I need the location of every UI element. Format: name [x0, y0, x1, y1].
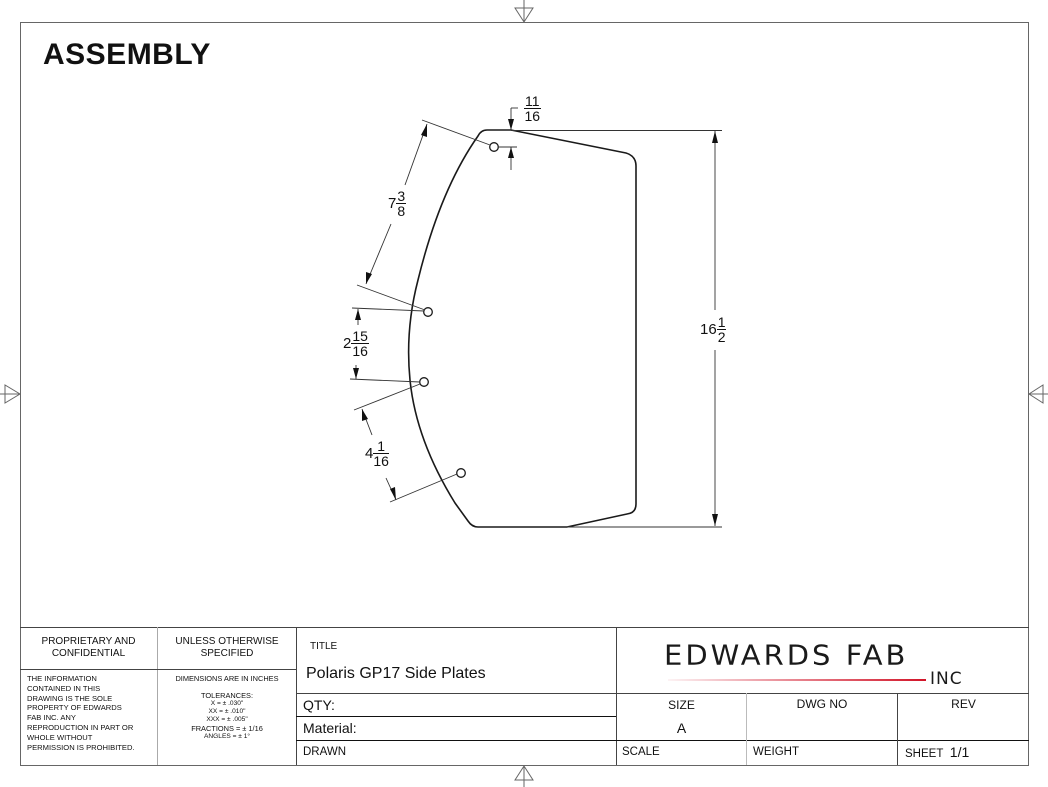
dimension-lower-arc [353, 383, 458, 503]
company-logo-text: EDWARDS FAB [664, 638, 909, 672]
material-label: Material: [303, 720, 357, 736]
weight-label: WEIGHT [753, 746, 799, 758]
notice-line: FAB INC. ANY [27, 713, 76, 723]
title-label: TITLE [310, 641, 338, 652]
company-logo-accent-line [668, 679, 926, 681]
whole-number: 4 [365, 445, 374, 462]
mount-hole-2 [423, 307, 433, 317]
unless-header-line1: UNLESS OTHERWISE [175, 636, 279, 647]
unless-header-line2: SPECIFIED [200, 648, 254, 659]
proprietary-header-line1: PROPRIETARY AND [41, 636, 136, 647]
notice-line: WHOLE WITHOUT [27, 732, 93, 742]
tolerance-line: XX = ± .010" [208, 708, 246, 715]
fraction-denominator: 16 [524, 108, 541, 124]
title-value: Polaris GP17 Side Plates [306, 665, 486, 682]
notice-line: PERMISSION IS PROHIBITED. [27, 742, 135, 752]
scale-label: SCALE [622, 746, 660, 758]
dwg-no-label: DWG NO [796, 697, 848, 711]
qty-label: QTY: [303, 697, 335, 713]
fraction-numerator: 1 [373, 439, 389, 454]
dimension-overall-height [511, 130, 722, 528]
drawing-heading: ASSEMBLY [43, 38, 211, 71]
whole-number: 2 [343, 335, 352, 352]
notice-line: DRAWING IS THE SOLE [27, 693, 113, 703]
sheet-label-text: SHEET [905, 748, 944, 760]
unless-specified-header: UNLESS OTHERWISE SPECIFIED [158, 636, 296, 660]
fraction-denominator: 8 [397, 203, 406, 219]
dimension-upper-arc [356, 119, 491, 311]
fraction-numerator: 3 [396, 188, 407, 204]
tolerances-label: TOLERANCES: [200, 691, 254, 700]
tolerance-line: FRACTIONS = ± 1/16 [191, 724, 263, 733]
centering-mark-left [0, 384, 21, 404]
sheet-label: SHEET 1/1 [905, 744, 969, 762]
dimension-middle-arc [349, 307, 425, 383]
tolerance-line: ANGLES = ± 1° [203, 733, 251, 740]
dimension-top-offset [499, 107, 518, 170]
centering-mark-top [514, 0, 534, 23]
size-value: A [676, 720, 687, 736]
side-plate-outline [407, 129, 637, 528]
notice-line: PROPERTY OF EDWARDS [27, 703, 122, 713]
mount-hole-4 [456, 468, 466, 478]
size-label: SIZE [668, 698, 695, 712]
notice-line: CONTAINED IN THIS [27, 683, 101, 693]
mount-hole-3 [419, 377, 429, 387]
notice-line: THE INFORMATION [27, 674, 97, 683]
centering-mark-bottom [514, 765, 534, 787]
whole-number: 16 [700, 321, 717, 338]
fraction-denominator: 16 [352, 343, 368, 359]
rev-label: REV [951, 697, 976, 711]
centering-mark-right [1028, 384, 1048, 404]
proprietary-notice: THE INFORMATION CONTAINED IN THIS DRAWIN… [27, 674, 157, 752]
tolerance-line: X = ± .030" [210, 700, 244, 707]
mount-hole-1 [489, 142, 499, 152]
proprietary-header-line2: CONFIDENTIAL [51, 648, 126, 659]
fraction-numerator: 11 [524, 93, 541, 109]
title-block-grid [20, 627, 1029, 765]
sheet-value: 1/1 [949, 744, 970, 760]
whole-number: 7 [388, 195, 397, 212]
tolerances-block: DIMENSIONS ARE IN INCHES TOLERANCES: X =… [158, 674, 296, 741]
company-logo-inc: INC [930, 669, 963, 689]
proprietary-header: PROPRIETARY AND CONFIDENTIAL [20, 636, 157, 660]
tolerance-line: XXX = ± .005" [206, 716, 248, 723]
fraction-numerator: 15 [351, 328, 369, 344]
dimensions-note: DIMENSIONS ARE IN INCHES [175, 674, 279, 683]
fraction-denominator: 2 [717, 329, 726, 345]
drawn-label: DRAWN [303, 746, 347, 758]
notice-line: REPRODUCTION IN PART OR [27, 722, 134, 732]
fraction-numerator: 1 [716, 314, 727, 330]
fraction-denominator: 16 [373, 453, 389, 469]
